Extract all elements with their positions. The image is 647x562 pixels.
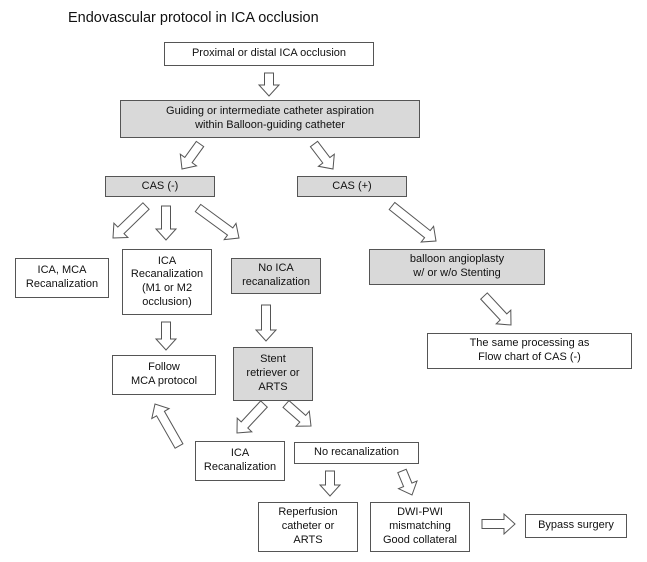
node-stent-retriever-arts: Stent retriever or ARTS xyxy=(233,347,313,401)
node-same-processing: The same processing as Flow chart of CAS… xyxy=(427,333,632,369)
arrow-cas-negative-to-ica-recan xyxy=(154,205,178,241)
node-follow-mca-protocol: Follow MCA protocol xyxy=(112,355,216,395)
arrow-aspiration-to-cas-positive xyxy=(309,140,335,170)
arrow-stent-to-ica-recan xyxy=(236,400,269,434)
node-no-ica-recanalization: No ICA recanalization xyxy=(231,258,321,294)
node-ica-recanalization: ICA Recanalization xyxy=(195,441,285,481)
node-ica-recanalization-m1-m2: ICA Recanalization (M1 or M2 occlusion) xyxy=(122,249,212,315)
node-bypass-surgery: Bypass surgery xyxy=(525,514,627,538)
node-catheter-aspiration: Guiding or intermediate catheter aspirat… xyxy=(120,100,420,138)
arrow-cas-negative-to-no-ica xyxy=(194,203,240,241)
node-no-recanalization: No recanalization xyxy=(294,442,419,464)
arrow-balloon-to-same-processing xyxy=(479,292,512,326)
arrow-no-recan-to-dwi-pwi xyxy=(397,468,418,496)
node-ica-mca-recanalization: ICA, MCA Recanalization xyxy=(15,258,109,298)
node-balloon-angioplasty: balloon angioplasty w/ or w/o Stenting xyxy=(369,249,545,285)
node-reperfusion-catheter: Reperfusion catheter or ARTS xyxy=(258,502,358,552)
arrow-aspiration-to-cas-negative xyxy=(179,140,205,170)
arrow-no-recan-to-reperfusion xyxy=(318,470,342,497)
node-cas-negative: CAS (-) xyxy=(105,176,215,197)
arrow-cas-positive-to-balloon xyxy=(388,201,437,243)
arrow-ica-recan-to-follow-mca xyxy=(154,321,178,351)
node-proximal-distal-occlusion: Proximal or distal ICA occlusion xyxy=(164,42,374,66)
diagram-title: Endovascular protocol in ICA occlusion xyxy=(68,10,319,26)
arrow-occlusion-to-aspiration xyxy=(257,72,281,97)
arrow-no-ica-to-stent xyxy=(254,304,278,342)
arrow-ica-recan-to-follow-mca-return xyxy=(151,403,184,449)
arrow-dwi-pwi-to-bypass xyxy=(481,512,516,536)
node-dwi-pwi-mismatching: DWI-PWI mismatching Good collateral xyxy=(370,502,470,552)
arrow-cas-negative-to-ica-mca xyxy=(112,202,150,239)
node-cas-positive: CAS (+) xyxy=(297,176,407,197)
arrow-stent-to-no-recan xyxy=(282,399,312,427)
